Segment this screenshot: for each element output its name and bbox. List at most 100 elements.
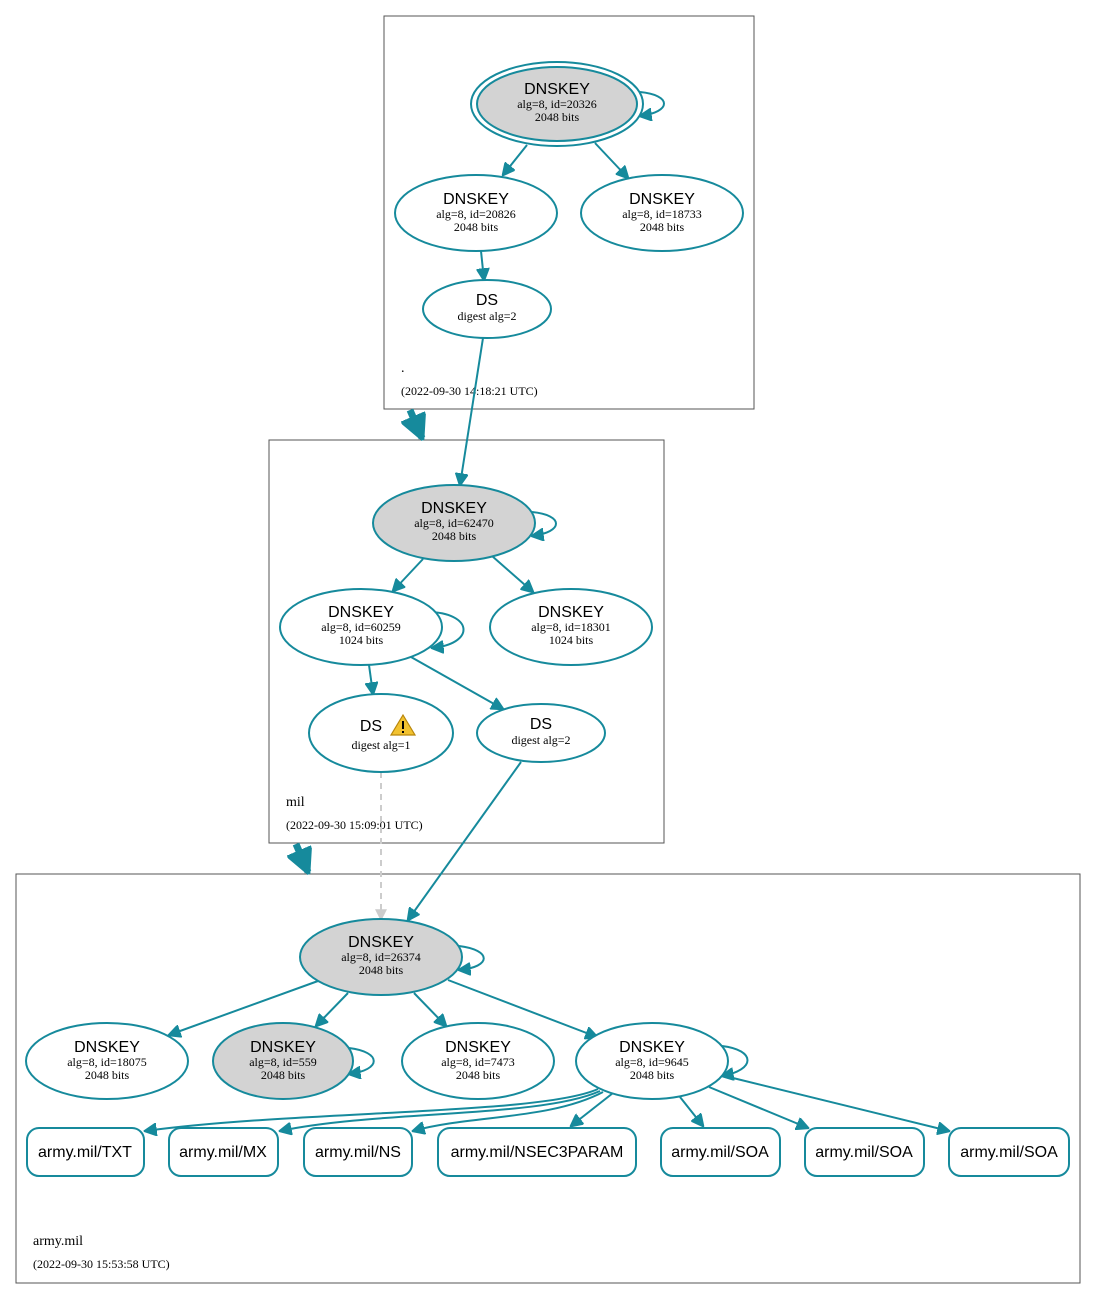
node-size: 2048 bits — [454, 220, 499, 234]
dnskey-node-army-18075[interactable]: DNSKEY alg=8, id=18075 2048 bits — [25, 1022, 189, 1100]
dnskey-node-mil-zsk2[interactable]: DNSKEY alg=8, id=18301 1024 bits — [489, 588, 653, 666]
node-detail: alg=8, id=60259 — [321, 620, 401, 634]
ds-node-mil-digest2[interactable]: DS digest alg=2 — [476, 703, 606, 763]
node-title: DNSKEY — [629, 191, 695, 208]
edge-army-ksk-k4 — [447, 979, 597, 1037]
edge-army-k4-soa1 — [679, 1096, 703, 1126]
node-title: DNSKEY — [445, 1039, 511, 1056]
node-size: 2048 bits — [359, 963, 404, 977]
edge-army-ksk-k2 — [316, 992, 349, 1026]
node-detail: alg=8, id=9645 — [615, 1055, 689, 1069]
edge-army-k4-soa3 — [732, 1077, 949, 1131]
rrset-label: army.mil/SOA — [815, 1144, 913, 1161]
edge-root-ksk-zsk2 — [594, 142, 628, 178]
edge-mil-ksk-zsk1 — [393, 558, 424, 591]
rrset-label: army.mil/NS — [315, 1144, 401, 1161]
node-size: 2048 bits — [261, 1068, 306, 1082]
node-detail: digest alg=2 — [511, 733, 570, 747]
edge-root-ds-mil-ksk — [460, 337, 484, 485]
node-detail: digest alg=2 — [457, 309, 516, 323]
edge-root-ksk-zsk1 — [503, 144, 528, 175]
self-loop-root-ksk — [640, 91, 665, 116]
zone-army-box — [15, 873, 1081, 1284]
rrset-label: army.mil/SOA — [671, 1144, 769, 1161]
rrset-node-soa-1[interactable]: army.mil/SOA — [660, 1127, 781, 1177]
self-loop-army-k2 — [349, 1047, 375, 1074]
zone-mil-timestamp: (2022-09-30 15:09:01 UTC) — [286, 818, 423, 832]
rrset-node-nsec3param[interactable]: army.mil/NSEC3PARAM — [437, 1127, 637, 1177]
node-detail: alg=8, id=559 — [249, 1055, 317, 1069]
ds-node-root[interactable]: DS digest alg=2 — [422, 279, 552, 339]
edge-root-zsk1-ds — [481, 250, 484, 280]
node-detail: alg=8, id=7473 — [441, 1055, 515, 1069]
node-size: 1024 bits — [339, 633, 384, 647]
dnskey-node-mil-zsk1[interactable]: DNSKEY alg=8, id=60259 1024 bits — [279, 588, 443, 666]
node-detail: alg=8, id=18075 — [67, 1055, 147, 1069]
rrset-node-soa-2[interactable]: army.mil/SOA — [804, 1127, 925, 1177]
dnskey-node-mil-ksk[interactable]: DNSKEY alg=8, id=62470 2048 bits — [372, 484, 536, 562]
rrset-node-ns[interactable]: army.mil/NS — [303, 1127, 413, 1177]
node-detail: alg=8, id=18733 — [622, 207, 702, 221]
node-title: DNSKEY — [74, 1039, 140, 1056]
edge-mil-zsk1-ds2 — [410, 656, 503, 709]
node-size: 1024 bits — [549, 633, 594, 647]
delegation-arrow-mil-army — [296, 842, 308, 872]
node-title: DNSKEY — [443, 191, 509, 208]
rrset-label: army.mil/MX — [179, 1144, 267, 1161]
zone-army-name: army.mil — [33, 1234, 83, 1249]
node-title: DNSKEY — [538, 604, 604, 621]
node-size: 2048 bits — [630, 1068, 675, 1082]
node-detail: alg=8, id=18301 — [531, 620, 611, 634]
self-loop-army-k4 — [722, 1045, 749, 1076]
ds-node-mil-digest1[interactable]: DS digest alg=1 — [308, 693, 454, 773]
self-loop-mil-ksk — [532, 511, 557, 536]
rrset-label: army.mil/SOA — [960, 1144, 1058, 1161]
node-size: 2048 bits — [535, 110, 580, 124]
node-size: 2048 bits — [640, 220, 685, 234]
node-detail: alg=8, id=62470 — [414, 516, 494, 530]
rrset-node-soa-3[interactable]: army.mil/SOA — [948, 1127, 1070, 1177]
node-size: 2048 bits — [456, 1068, 501, 1082]
zone-mil-name: mil — [286, 795, 305, 810]
node-title: DNSKEY — [619, 1039, 685, 1056]
node-detail: digest alg=1 — [351, 738, 410, 752]
edge-army-k4-ns — [413, 1091, 604, 1131]
edge-mil-zsk1-ds1 — [369, 664, 373, 694]
node-size: 2048 bits — [432, 529, 477, 543]
edge-army-k4-nsec3param — [571, 1092, 614, 1126]
edge-army-k4-soa2 — [708, 1086, 808, 1128]
rrset-node-mx[interactable]: army.mil/MX — [168, 1127, 279, 1177]
dnskey-node-army-7473[interactable]: DNSKEY alg=8, id=7473 2048 bits — [401, 1022, 555, 1100]
edge-army-k4-txt — [145, 1088, 599, 1131]
rrset-label: army.mil/NSEC3PARAM — [451, 1144, 624, 1161]
dnskey-node-army-9645[interactable]: DNSKEY alg=8, id=9645 2048 bits — [575, 1022, 729, 1100]
dnskey-node-army-ksk[interactable]: DNSKEY alg=8, id=26374 2048 bits — [299, 918, 463, 996]
edge-mil-ds2-army-ksk — [408, 761, 522, 920]
node-size: 2048 bits — [85, 1068, 130, 1082]
zone-root-name: . — [401, 361, 405, 376]
node-detail: alg=8, id=20326 — [517, 97, 597, 111]
node-title: DS — [476, 292, 498, 309]
node-title: DNSKEY — [328, 604, 394, 621]
zone-root-timestamp: (2022-09-30 14:18:21 UTC) — [401, 384, 538, 398]
edge-army-k4-mx — [280, 1090, 601, 1131]
edge-mil-ksk-zsk2 — [491, 555, 533, 592]
self-loop-army-ksk — [459, 945, 485, 970]
node-title: DNSKEY — [348, 934, 414, 951]
warning-icon[interactable] — [389, 713, 417, 736]
zone-army-timestamp: (2022-09-30 15:53:58 UTC) — [33, 1257, 170, 1271]
rrset-node-txt[interactable]: army.mil/TXT — [26, 1127, 145, 1177]
node-detail: alg=8, id=20826 — [436, 207, 516, 221]
dnskey-node-root-zsk2[interactable]: DNSKEY alg=8, id=18733 2048 bits — [580, 174, 744, 252]
node-title: DNSKEY — [250, 1039, 316, 1056]
dnskey-node-army-559[interactable]: DNSKEY alg=8, id=559 2048 bits — [212, 1022, 354, 1100]
node-title: DS — [360, 718, 382, 735]
edge-army-ksk-k3 — [413, 992, 446, 1026]
dnskey-node-root-ksk[interactable]: DNSKEY alg=8, id=20326 2048 bits — [470, 61, 644, 147]
dnskey-node-root-zsk1[interactable]: DNSKEY alg=8, id=20826 2048 bits — [394, 174, 558, 252]
edge-army-ksk-k1 — [169, 980, 319, 1035]
rrset-label: army.mil/TXT — [38, 1144, 132, 1161]
node-title: DNSKEY — [421, 500, 487, 517]
node-detail: alg=8, id=26374 — [341, 950, 421, 964]
